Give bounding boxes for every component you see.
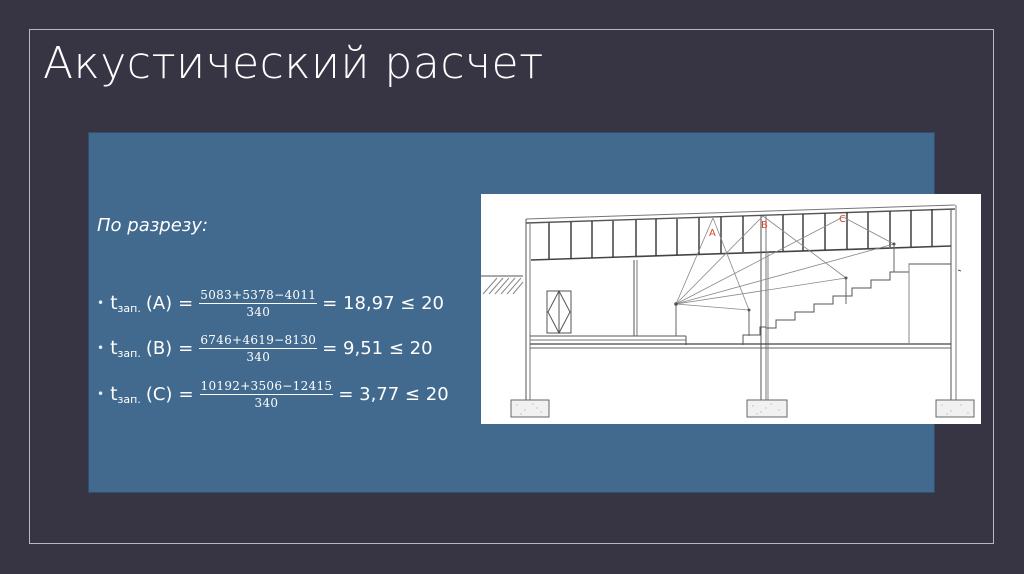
formula-b: • t зап. (B) = 6746+4619−8130 340 = 9,51… [97, 328, 433, 368]
fraction-numerator: 10192+3506−12415 [199, 378, 334, 395]
formula-point: (C) [145, 383, 173, 405]
label-point-c: C [839, 214, 846, 225]
fraction-denominator: 340 [254, 395, 279, 410]
formula-equals: = [178, 383, 194, 405]
formula-c: • t зап. (C) = 10192+3506−12415 340 = 3,… [97, 374, 449, 414]
section-diagram [481, 204, 975, 418]
formula-fraction: 10192+3506−12415 340 [199, 378, 334, 410]
formula-result: = 9,51 ≤ 20 [322, 337, 433, 359]
formula-fraction: 6746+4619−8130 340 [199, 332, 318, 364]
bullet-icon: • [97, 387, 105, 401]
fraction-numerator: 5083+5378−4011 [199, 287, 318, 304]
formula-symbol: t [110, 292, 118, 314]
fraction-denominator: 340 [246, 349, 271, 364]
label-point-b: B [761, 220, 768, 231]
formula-fraction: 5083+5378−4011 340 [199, 287, 318, 319]
formula-result: = 3,77 ≤ 20 [338, 383, 449, 405]
fraction-numerator: 6746+4619−8130 [199, 332, 318, 349]
formula-point: (A) [145, 292, 173, 314]
formula-result: = 18,97 ≤ 20 [322, 292, 444, 314]
slide-title: Акустический расчет [43, 38, 544, 89]
formula-symbol: t [110, 383, 118, 405]
formula-equals: = [178, 292, 194, 314]
formula-subscript: зап. [117, 346, 141, 360]
formula-equals: = [178, 337, 194, 359]
bullet-icon: • [97, 296, 105, 310]
label-point-a: A [709, 228, 716, 239]
section-subtitle: По разрезу: [97, 215, 209, 236]
building-section-drawing: A B C [481, 194, 981, 424]
bullet-icon: • [97, 341, 105, 355]
fraction-denominator: 340 [246, 304, 271, 319]
slide-frame [29, 29, 994, 544]
formula-symbol: t [110, 337, 118, 359]
formula-subscript: зап. [117, 301, 141, 315]
formula-subscript: зап. [117, 392, 141, 406]
formula-a: • t зап. (A) = 5083+5378−4011 340 = 18,9… [97, 283, 444, 323]
formula-point: (B) [145, 337, 173, 359]
